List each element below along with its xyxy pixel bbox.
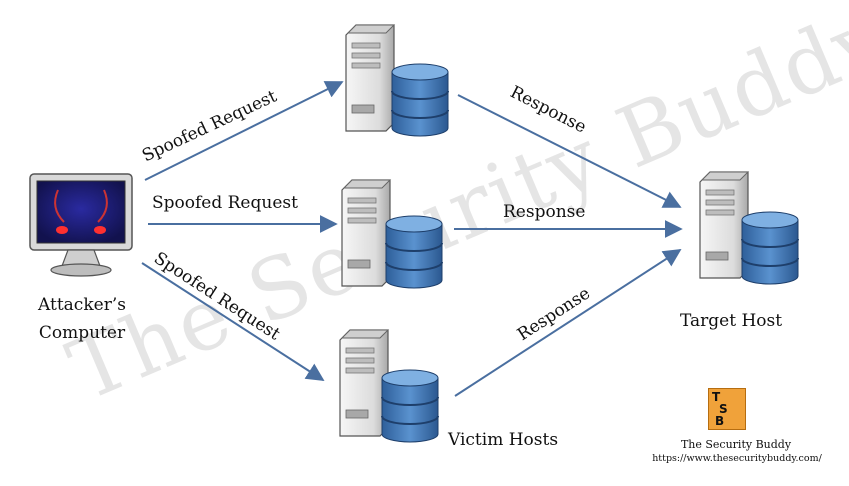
logo-letter-t: T [712, 390, 721, 404]
label-spoofed-middle: Spoofed Request [152, 193, 298, 213]
arrow-spoofed-top [144, 81, 344, 181]
arrow-response-top [457, 94, 682, 208]
victim-server-bottom-icon [339, 329, 439, 443]
brand-title: The Security Buddy [680, 438, 792, 451]
label-response-middle: Response [503, 202, 586, 222]
arrow-response-bottom [454, 249, 682, 397]
victim-hosts-label: Victim Hosts [448, 430, 559, 450]
logo-letter-b: B [715, 414, 725, 428]
security-buddy-logo: T S B [708, 388, 746, 430]
attacker-label-line1: Attacker’s [38, 295, 126, 315]
attacker-label-line2: Computer [38, 323, 126, 343]
attacker-computer-icon [29, 173, 133, 277]
arrow-spoofed-bottom [141, 262, 325, 381]
target-host-icon [699, 171, 799, 285]
victim-server-top-icon [345, 24, 449, 137]
brand-url: https://www.thesecuritybuddy.com/ [652, 453, 822, 464]
target-host-label: Target Host [680, 311, 783, 331]
victim-server-middle-icon [341, 179, 443, 289]
logo-letter-s: S [719, 402, 728, 416]
